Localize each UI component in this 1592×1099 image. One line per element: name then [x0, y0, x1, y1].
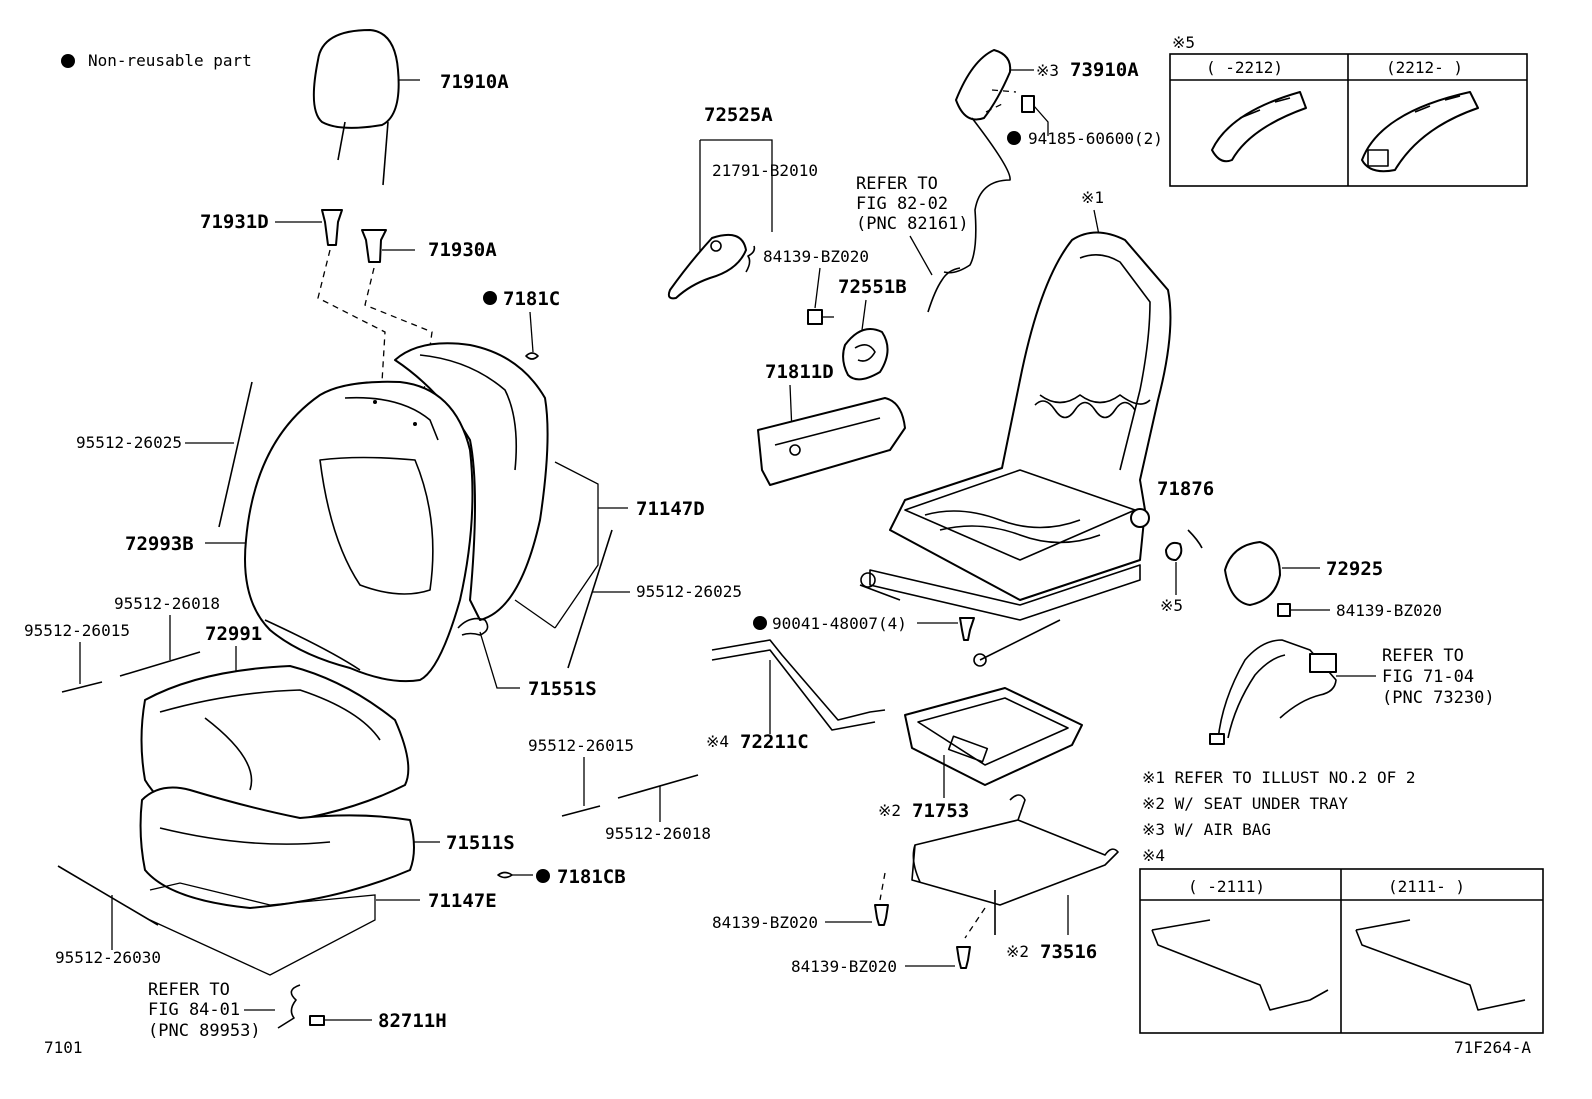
ref-fig-71-04-line3: (PNC 73230)	[1382, 688, 1495, 708]
part-82711H: 82711H	[378, 1010, 447, 1032]
non-reusable-bullet-icon	[1007, 131, 1021, 145]
part-71910A: 71910A	[440, 71, 509, 93]
note-2: ※2 W/ SEAT UNDER TRAY	[1142, 794, 1348, 813]
ref-fig-71-04-line1: REFER TO	[1382, 646, 1464, 666]
part-95512-26018-left: 95512-26018	[114, 594, 220, 613]
inset5-cover-new-drawing	[1361, 91, 1479, 173]
part-84139-BZ020-d: 84139-BZ020	[791, 957, 897, 976]
ref-fig-82-02-line1: REFER TO	[856, 174, 938, 194]
part-73516: 73516	[1040, 941, 1097, 963]
headrest-drawing	[312, 29, 400, 186]
ref-fig-82-02-line3: (PNC 82161)	[856, 214, 969, 234]
part-84139-BZ020-c: 84139-BZ020	[712, 913, 818, 932]
note3-mark: ※3	[1036, 61, 1059, 80]
part-72551B: 72551B	[838, 276, 907, 298]
part-90041-48007: 90041-48007(4)	[772, 614, 907, 633]
seatback-pad-drawing	[394, 342, 549, 621]
inset5-cover-old-drawing	[1211, 91, 1307, 163]
part-71876: 71876	[1157, 478, 1214, 500]
inset4-col2-label: (2111- )	[1388, 877, 1465, 896]
part-72993B: 72993B	[125, 533, 194, 555]
part-7181C: 7181C	[503, 288, 560, 310]
non-reusable-bullet-icon	[483, 291, 497, 305]
non-reusable-bullet-icon	[753, 616, 767, 630]
part-73910A: 73910A	[1070, 59, 1139, 81]
part-95512-26025-right: 95512-26025	[636, 582, 742, 601]
seat-under-tray-drawing	[904, 687, 1083, 786]
inset4-table	[1139, 868, 1544, 1034]
part-72991: 72991	[205, 623, 262, 645]
part-95512-26015-left: 95512-26015	[24, 621, 130, 640]
recliner-lever-drawing	[667, 234, 747, 300]
headrest-guide-left-drawing	[321, 209, 343, 246]
ref-fig-71-04-line2: FIG 71-04	[1382, 667, 1474, 687]
inset5-col2-label: (2212- )	[1386, 58, 1463, 77]
part-84139-BZ020-b: 84139-BZ020	[1336, 601, 1442, 620]
part-71551S: 71551S	[528, 678, 597, 700]
part-7181CB: 7181CB	[557, 866, 626, 888]
non-reusable-bullet-icon	[61, 54, 75, 68]
inset5-mark: ※5	[1172, 33, 1195, 52]
part-95512-26025-left: 95512-26025	[76, 433, 182, 452]
headrest-guide-right-drawing	[361, 229, 387, 263]
non-reusable-bullet-icon	[536, 869, 550, 883]
seat-side-shield-drawing	[757, 397, 906, 486]
part-95512-26018-mid: 95512-26018	[605, 824, 711, 843]
part-71753: 71753	[912, 800, 969, 822]
part-71930A: 71930A	[428, 239, 497, 261]
part-94185-60600: 94185-60600(2)	[1028, 129, 1163, 148]
note4-mark-a: ※4	[706, 732, 729, 751]
inset5-table	[1169, 53, 1528, 187]
side-airbag-drawing	[955, 49, 1012, 121]
part-71511S: 71511S	[446, 832, 515, 854]
seatback-cover-drawing	[244, 380, 474, 683]
ref-fig-84-01-line2: FIG 84-01	[148, 1000, 240, 1020]
hinge-cover-drawing	[1224, 541, 1281, 606]
part-72525A: 72525A	[704, 104, 773, 126]
seat-cushion-pad-drawing	[139, 786, 415, 909]
note1-mark: ※1	[1081, 188, 1104, 207]
inset4-rod-new-drawing	[1355, 919, 1526, 1011]
part-95512-26015-mid: 95512-26015	[528, 736, 634, 755]
tray-bracket-frame-drawing	[911, 794, 1119, 935]
part-84139-BZ020-a: 84139-BZ020	[763, 247, 869, 266]
inset5-col1-label: ( -2212)	[1206, 58, 1283, 77]
part-71931D: 71931D	[200, 211, 269, 233]
inset4-rod-old-drawing	[1151, 919, 1329, 1011]
legend-text: Non-reusable part	[88, 51, 252, 70]
page-code-left: 7101	[44, 1038, 83, 1057]
part-72925: 72925	[1326, 558, 1383, 580]
ref-fig-82-02-line2: FIG 82-02	[856, 194, 948, 214]
page-code-right: 71F264-A	[1454, 1038, 1531, 1057]
seatbelt-buckle-drawing	[1209, 639, 1337, 745]
part-72211C: 72211C	[740, 731, 809, 753]
part-71147D: 71147D	[636, 498, 705, 520]
note2-mark-b: ※2	[1006, 942, 1029, 961]
seat-cushion-cover-drawing	[140, 665, 410, 829]
note5-mark-small: ※5	[1160, 596, 1183, 615]
part-71811D: 71811D	[765, 361, 834, 383]
seat-frame-drawing	[859, 231, 1172, 667]
part-95512-26030: 95512-26030	[55, 948, 161, 967]
ref-fig-84-01-line3: (PNC 89953)	[148, 1021, 261, 1041]
inset4-col1-label: ( -2111)	[1188, 877, 1265, 896]
inset4-mark: ※4	[1142, 846, 1165, 865]
part-71147E: 71147E	[428, 890, 497, 912]
note2-mark-a: ※2	[878, 801, 901, 820]
ref-fig-84-01-line1: REFER TO	[148, 980, 230, 1000]
note-1: ※1 REFER TO ILLUST NO.2 OF 2	[1142, 768, 1416, 787]
recliner-cover-drawing	[842, 328, 889, 381]
note-3: ※3 W/ AIR BAG	[1142, 820, 1271, 839]
part-21791-B2010: 21791-B2010	[712, 161, 818, 180]
